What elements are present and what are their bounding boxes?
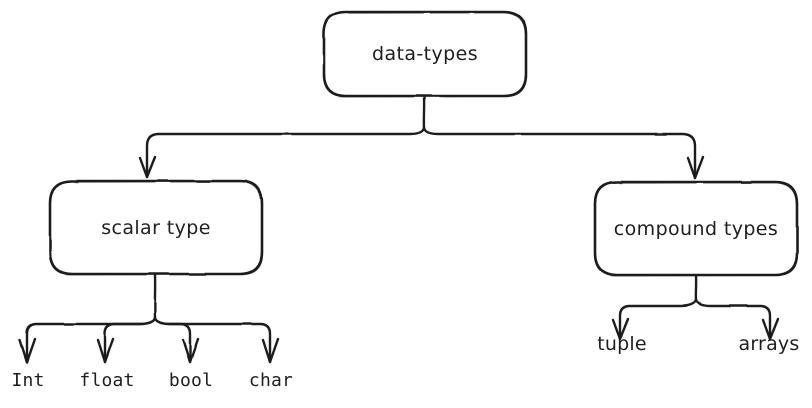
leaf-label-float: float [79, 370, 135, 391]
leaf-label-tuple: tuple [597, 333, 647, 355]
edge-root-fork [145, 95, 697, 162]
arrowhead-to-scalar-type [138, 155, 157, 179]
node-box-data-types [322, 10, 528, 98]
arrowhead-to-bool [181, 337, 200, 364]
node-box-scalar-type [48, 179, 264, 276]
arrowhead-to-char [261, 337, 280, 364]
arrowhead-to-arrays [761, 317, 780, 341]
arrowhead-to-int [18, 337, 37, 364]
arrowhead-to-float [96, 337, 115, 364]
leaf-label-char: char [248, 370, 294, 391]
edge-scalar-fork [25, 273, 272, 344]
node-scalar-type[interactable] [50, 181, 262, 274]
arrowhead-to-tuple [611, 317, 630, 341]
leaf-label-int: Int [11, 370, 45, 391]
edge-compound-fork [618, 274, 772, 324]
node-box-compound-types [593, 180, 799, 277]
leaf-label-arrays: arrays [738, 333, 800, 355]
node-data-types[interactable] [324, 12, 526, 96]
arrowhead-to-compound-types [686, 155, 705, 180]
leaf-label-bool: bool [168, 370, 214, 391]
node-compound-types[interactable] [595, 182, 797, 275]
